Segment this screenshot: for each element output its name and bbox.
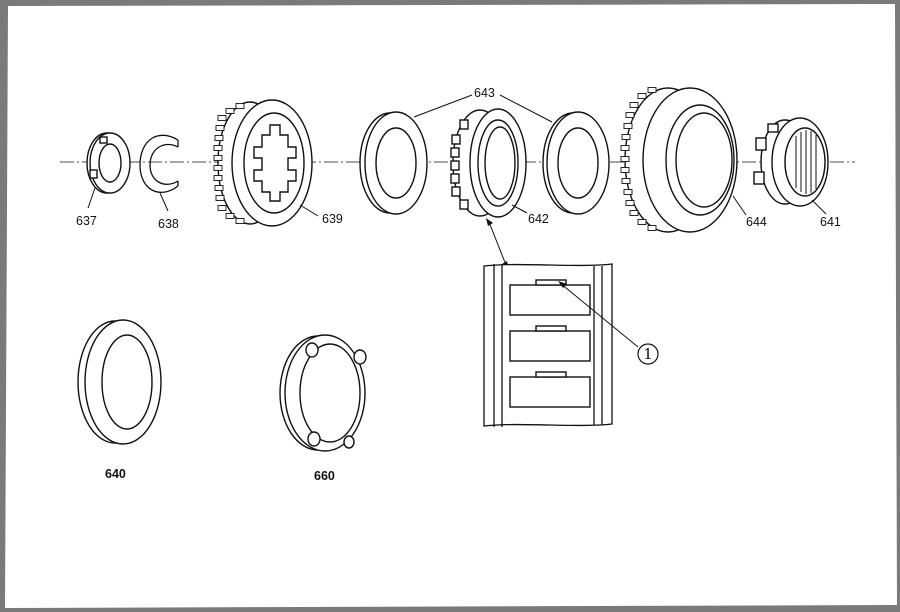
label-640: 640 [105, 467, 126, 481]
paper-background [5, 4, 897, 608]
leader-641 [811, 199, 827, 215]
callout-number: 1 [643, 345, 653, 363]
label-639: 639 [322, 212, 343, 226]
label-642: 642 [528, 212, 549, 226]
leader-637 [87, 187, 96, 209]
part-640-washer [77, 319, 162, 445]
part-641-bearing-race [753, 117, 829, 207]
part-642-roller-clutch [450, 108, 527, 218]
callout-circle [637, 343, 659, 365]
label-660: 660 [314, 469, 335, 483]
label-637: 637 [76, 214, 97, 228]
label-641: 641 [820, 215, 841, 229]
leader-callout [559, 282, 639, 348]
part-660-tabbed-washer [279, 334, 367, 452]
leader-639 [299, 204, 319, 217]
part-643-thrust-washer-right [542, 111, 610, 215]
label-638: 638 [158, 217, 179, 231]
part-644-outer-race-gear [620, 87, 738, 233]
leader-642 [511, 204, 528, 214]
part-637-tabbed-washer [86, 132, 131, 194]
part-639-hub-gear [213, 99, 313, 227]
leader-644 [732, 195, 747, 216]
callout-arrowhead [558, 281, 567, 288]
part-643-thrust-washer-left [359, 111, 428, 215]
part-638-snap-ring [139, 134, 179, 193]
detail-inset-roller-cage [483, 263, 613, 427]
leader-643-left [413, 94, 473, 118]
label-644: 644 [746, 215, 767, 229]
leader-638 [159, 192, 169, 212]
leader-643-right [499, 94, 553, 123]
label-643: 643 [474, 86, 495, 100]
